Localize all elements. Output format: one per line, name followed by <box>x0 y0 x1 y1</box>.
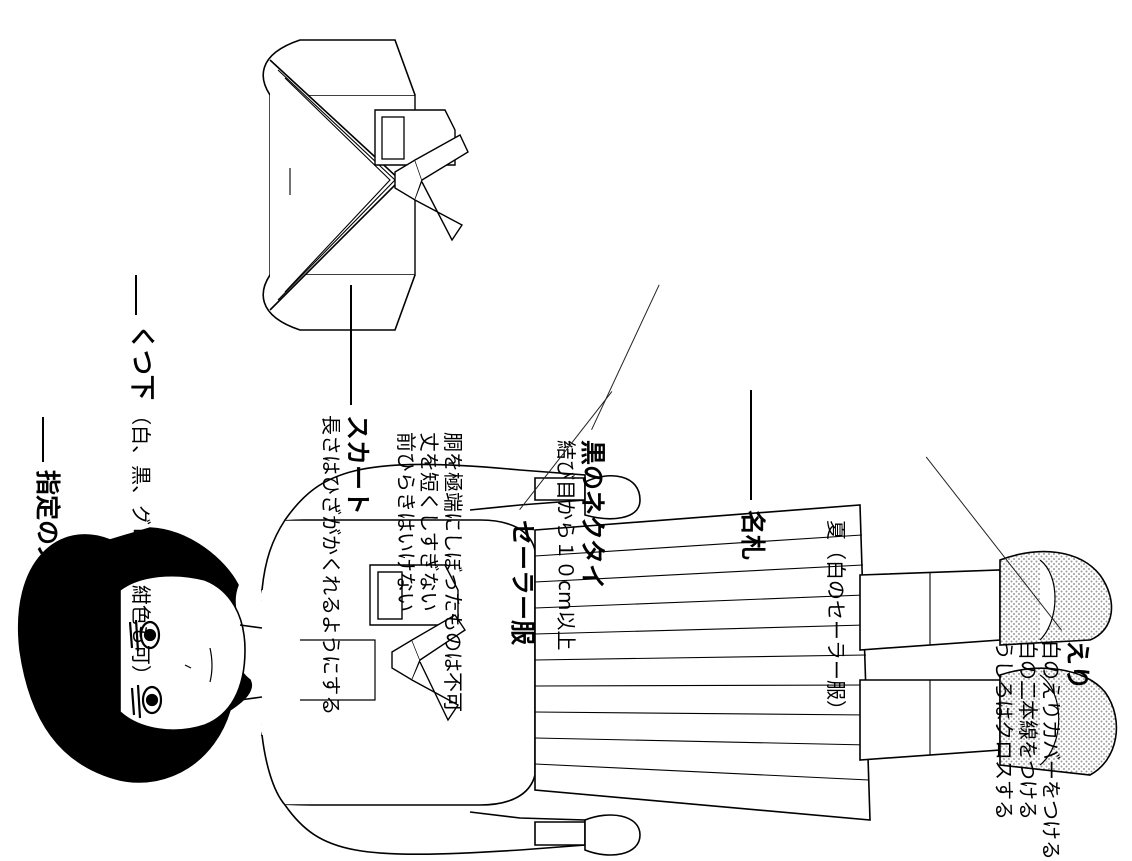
collar-line-1: 白のえりカバーをつける <box>1039 640 1064 860</box>
collar-title: えり <box>1063 640 1092 691</box>
collar-label: えり 白のえりカバーをつける 白の二本線をつける うしろはクロスする <box>992 640 1092 860</box>
eye-right <box>128 619 161 652</box>
sleeve-bottom <box>284 804 586 855</box>
collar-line-2: 白の二本線をつける <box>1015 640 1040 820</box>
name-tag-leader <box>750 390 752 500</box>
hand-top <box>584 475 641 520</box>
rule-3: 前ひらきはいけない <box>393 432 418 612</box>
socks-detail: （白、黒、グレー、紺色も可） <box>129 405 153 685</box>
slippers-label: 指定のスリッパ <box>33 470 62 646</box>
slippers-leader <box>42 417 44 462</box>
nose <box>184 664 192 669</box>
skirt-label: スカート 長さはひざがかくれるようにする <box>319 415 373 716</box>
slipper-top <box>999 550 1113 646</box>
collar-line-3: うしろはクロスする <box>992 640 1017 820</box>
rule-2: 丈を短くしすぎない <box>417 432 442 612</box>
tie-leader <box>591 284 660 430</box>
name-tag-shape <box>369 564 459 626</box>
mouth <box>209 647 213 683</box>
tie-title: 黒のネクタイ <box>578 440 607 590</box>
socks-leader <box>135 275 137 315</box>
summer-caption: 夏（白のセーラー服） <box>824 520 848 720</box>
tie-label: 黒のネクタイ 結び目から１０cm以上 <box>554 440 608 651</box>
rule-1: 胴を極端にしぼったものは不可 <box>441 432 465 712</box>
collar-leader <box>925 456 1062 631</box>
skirt-shape <box>534 504 871 821</box>
tie-detail: 結び目から１０cm以上 <box>554 440 579 651</box>
necktie-shape <box>391 614 466 722</box>
skirt-title: スカート <box>343 415 372 516</box>
skirt-detail: 長さはひざがかくれるようにする <box>319 415 344 716</box>
skirt-leader <box>350 285 352 405</box>
hand-bottom <box>584 814 641 856</box>
socks-label: くつ下 （白、黒、グレー、紺色も可） <box>128 325 157 685</box>
sailor-label: セーラー服 <box>508 520 537 646</box>
rules-block: 胴を極端にしぼったものは不可 丈を短くしすぎない 前ひらきはいけない <box>393 432 465 712</box>
summer-uniform-figure <box>262 39 469 331</box>
name-tag-label: 名札 <box>738 510 767 561</box>
socks-title: くつ下 <box>128 325 157 401</box>
student-figure <box>17 463 1118 856</box>
eye-left <box>130 684 163 719</box>
sleeve-top <box>284 463 586 521</box>
